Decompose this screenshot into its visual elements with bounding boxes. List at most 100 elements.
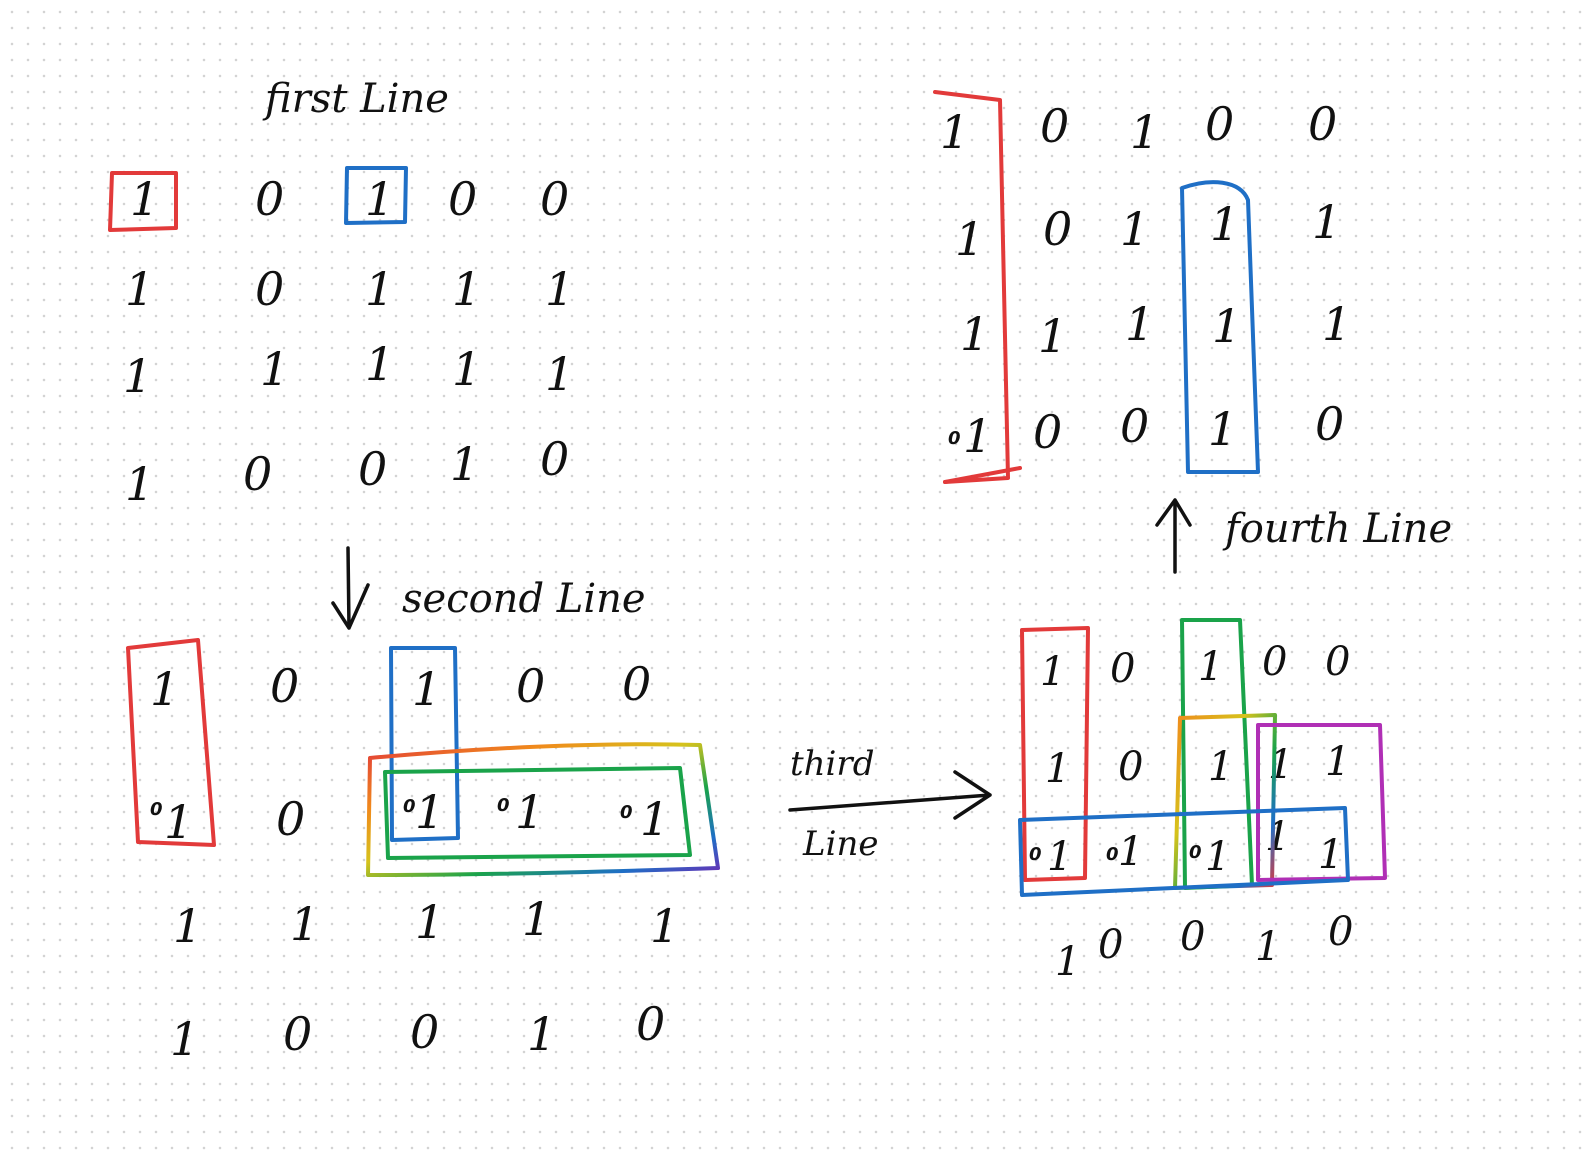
grid-2: 1 0 1 0 0 1 0 1 1 1 1 1 1 1 1 1 0 0 1 0 [150,657,679,1066]
grid2-cell: 0 [270,659,299,713]
grid3-cell: 1 [1205,834,1230,880]
grid3-cell: 1 [1318,832,1343,878]
grid3-cell: 0 [1325,639,1350,685]
panel-third-line: 1 0 1 0 0 1 0 1 1 1 1 1 1 1 1 1 0 0 1 0 … [1018,618,1387,985]
grid3-zero-mark: 0 [1106,844,1119,865]
grid3-cell: 1 [1268,742,1293,788]
grid4-cell: 1 [1208,402,1237,456]
purple-box [1256,723,1387,882]
grid2-zero-mark: 0 [497,795,510,816]
grid4-cell: 1 [1120,202,1149,256]
grid2-zero-mark: 0 [403,796,416,817]
panel-second-line: 1 0 1 0 0 1 0 1 1 1 1 1 1 1 1 1 0 0 1 0 … [126,638,720,1066]
grid1-cell: 1 [125,457,154,511]
grid2-cell: 1 [412,662,441,716]
grid-3: 1 0 1 0 0 1 0 1 1 1 1 1 1 1 1 1 0 0 1 0 [1040,639,1353,985]
grid1-cell: 0 [255,172,284,226]
grid4-cell: 1 [1322,297,1351,351]
grid4-cell: 1 [940,105,969,159]
grid3-cell: 1 [1208,744,1233,790]
red-box [126,638,216,847]
grid1-cell: 1 [450,437,479,491]
grid4-cell: 0 [1040,99,1069,153]
grid3-cell: 1 [1040,649,1065,695]
grid2-cell: 0 [622,657,651,711]
grid4-cell: 0 [1315,397,1344,451]
grid2-cell: 1 [290,897,319,951]
down-arrow-icon [331,546,370,630]
red-box [933,90,1010,484]
grid1-cell: 0 [358,442,387,496]
grid1-cell: 0 [540,172,569,226]
grid2-cell: 1 [515,785,544,839]
grid3-cell: 0 [1328,909,1353,955]
label-third-line: third [790,744,874,784]
grid4-cell: 0 [1043,202,1072,256]
arrow-third-line: third Line [788,744,992,864]
green-box [383,766,692,860]
grid3-cell: 0 [1098,922,1123,968]
arrow-fourth-line: fourth Line [1155,498,1452,574]
red-box [108,171,178,232]
grid4-cell: 0 [1308,97,1337,151]
grid1-cell: 0 [255,262,284,316]
up-arrow-icon [1155,498,1192,574]
grid1-cell: 0 [243,447,272,501]
grid1-cell: 1 [130,172,159,226]
label-fourth-line: fourth Line [1222,506,1452,552]
grid4-cell: 1 [1312,195,1341,249]
grid2-cell: 1 [150,662,179,716]
grid3-cell: 0 [1180,914,1205,960]
grid3-cell: 1 [1325,739,1350,785]
blue-box [1018,806,1350,897]
grid2-cell: 1 [164,795,193,849]
grid2-cell: 1 [527,1007,556,1061]
arrow-second-line: second Line [331,546,646,630]
grid2-cell: 0 [410,1005,439,1059]
grid-1: 1 0 1 0 0 1 0 1 1 1 1 1 1 1 1 1 0 0 1 0 [123,172,574,511]
label-first-line: first Line [262,76,449,122]
grid1-cell: 1 [545,262,574,316]
grid2-zero-mark: 0 [150,799,163,820]
rainbow-box [366,742,720,877]
grid2-cell: 1 [650,899,679,953]
grid1-cell: 1 [452,262,481,316]
grid4-cell: 1 [1212,299,1241,353]
grid2-cell: 0 [516,659,545,713]
grid4-cell: 0 [1120,399,1149,453]
grid3-zero-mark: 0 [1029,844,1042,865]
grid1-cell: 0 [540,432,569,486]
grid3-cell: 1 [1198,644,1223,690]
grid3-cell: 1 [1118,829,1143,875]
blue-box [389,646,460,842]
grid-4: 1 0 1 0 0 1 0 1 1 1 1 1 1 1 1 1 0 0 1 0 [940,97,1351,463]
grid3-cell: 0 [1262,639,1287,685]
grid2-zero-mark: 0 [620,802,633,823]
grid1-cell: 1 [123,349,152,403]
grid4-cell: 1 [960,307,989,361]
grid1-cell: 1 [365,262,394,316]
grid2-cell: 1 [173,899,202,953]
grid3-cell: 0 [1118,744,1143,790]
panel-fourth-line: 1 0 1 0 0 1 0 1 1 1 1 1 1 1 1 1 0 0 1 0 … [933,90,1351,484]
grid4-cell: 1 [1210,197,1239,251]
grid2-cell: 0 [276,792,305,846]
grid4-zero-mark: 0 [948,428,961,449]
grid2-cell: 1 [415,785,444,839]
grid1-cell: 1 [545,347,574,401]
label-third-line: Line [802,824,878,864]
grid4-cell: 1 [1038,309,1067,363]
grid4-cell: 1 [955,212,984,266]
blue-box [344,166,408,225]
blue-box [1180,180,1260,474]
grid1-cell: 1 [260,342,289,396]
grid2-cell: 0 [636,997,665,1051]
grid4-cell: 0 [1033,405,1062,459]
grid4-cell: 1 [1130,105,1159,159]
grid1-cell: 1 [365,337,394,391]
grid4-cell: 0 [1205,97,1234,151]
grid2-cell: 0 [283,1007,312,1061]
grid2-cell: 1 [640,792,669,846]
grid3-cell: 1 [1265,814,1290,860]
